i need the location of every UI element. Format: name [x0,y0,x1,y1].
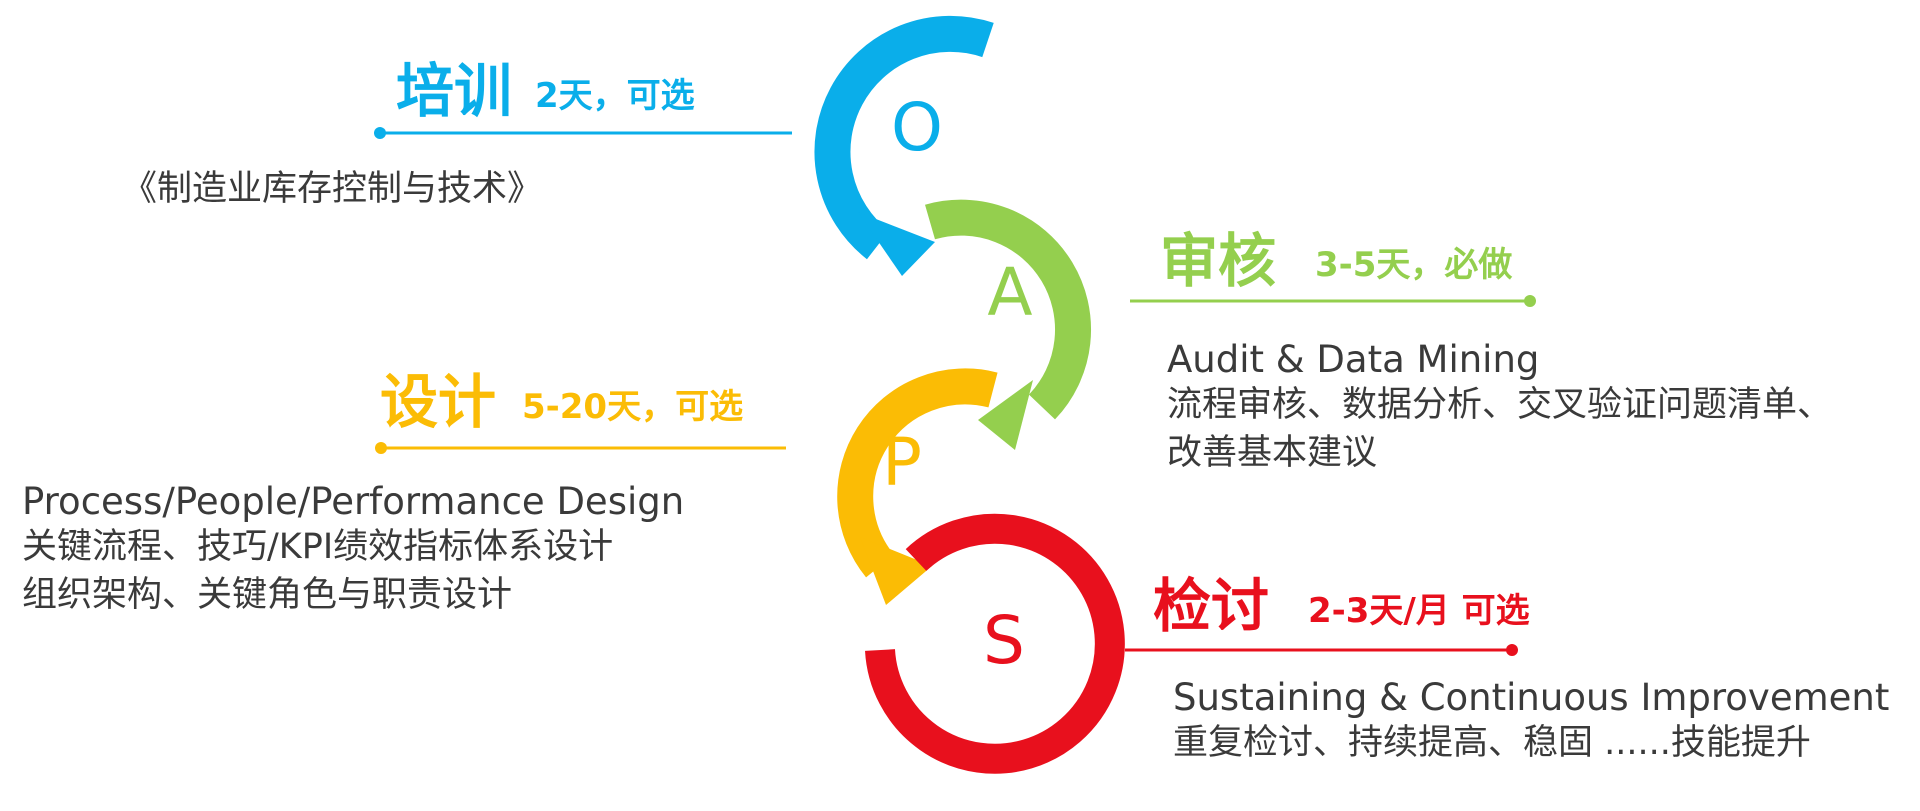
ring-o [814,15,994,276]
stage-a-subtitle: Audit & Data Mining [1167,338,1540,381]
letter-s: S [983,602,1025,679]
stage-a-line-2: 改善基本建议 [1167,432,1378,473]
letter-p: P [882,424,922,501]
stage-o-line-1: 《制造业库存控制与技术》 [122,169,543,209]
stage-p-title: 设计 [380,368,497,436]
arrow-head-p [860,537,932,605]
letter-a: A [987,254,1032,331]
stage-p-subtitle: Process/People/Performance Design [22,480,685,523]
stage-p-meta: 5-20天，可选 [522,387,744,427]
arrow-head-a [978,380,1033,450]
stage-a-line-1: 流程审核、数据分析、交叉验证问题清单、 [1167,385,1833,426]
stage-p-description: Process/People/Performance Design 关键流程、技… [22,480,684,619]
stage-a-description: Audit & Data Mining 流程审核、数据分析、交叉验证问题清单、 … [1167,338,1832,477]
stage-o-title: 培训 [396,57,513,125]
stage-p-line-1: 关键流程、技巧/KPI绩效指标体系设计 [22,527,614,568]
stage-o-meta: 2天，可选 [535,76,695,116]
stage-s-title: 检讨 [1153,572,1270,640]
stage-p-line-2: 组织架构、关键角色与职责设计 [22,574,513,615]
leader-line-o [374,127,792,139]
stage-a-meta: 3-5天，必做 [1315,245,1513,285]
leader-line-a [1130,295,1536,307]
stage-s-meta: 2-3天/月 可选 [1308,591,1530,631]
letter-o: O [891,89,943,166]
ring-a [925,199,1092,450]
stage-s-line-1: 重复检讨、持续提高、稳固 ......技能提升 [1173,723,1811,764]
leader-line-s [1125,644,1518,656]
ring-s [865,513,1125,774]
arrow-head-o [858,212,935,276]
leader-line-p [375,442,786,454]
ring-p [837,368,998,605]
stage-a-title: 审核 [1160,227,1277,295]
stage-o-description: 《制造业库存控制与技术》 [122,166,542,213]
stage-s-subtitle: Sustaining & Continuous Improvement [1173,676,1890,719]
stage-s-description: Sustaining & Continuous Improvement 重复检讨… [1173,676,1889,768]
